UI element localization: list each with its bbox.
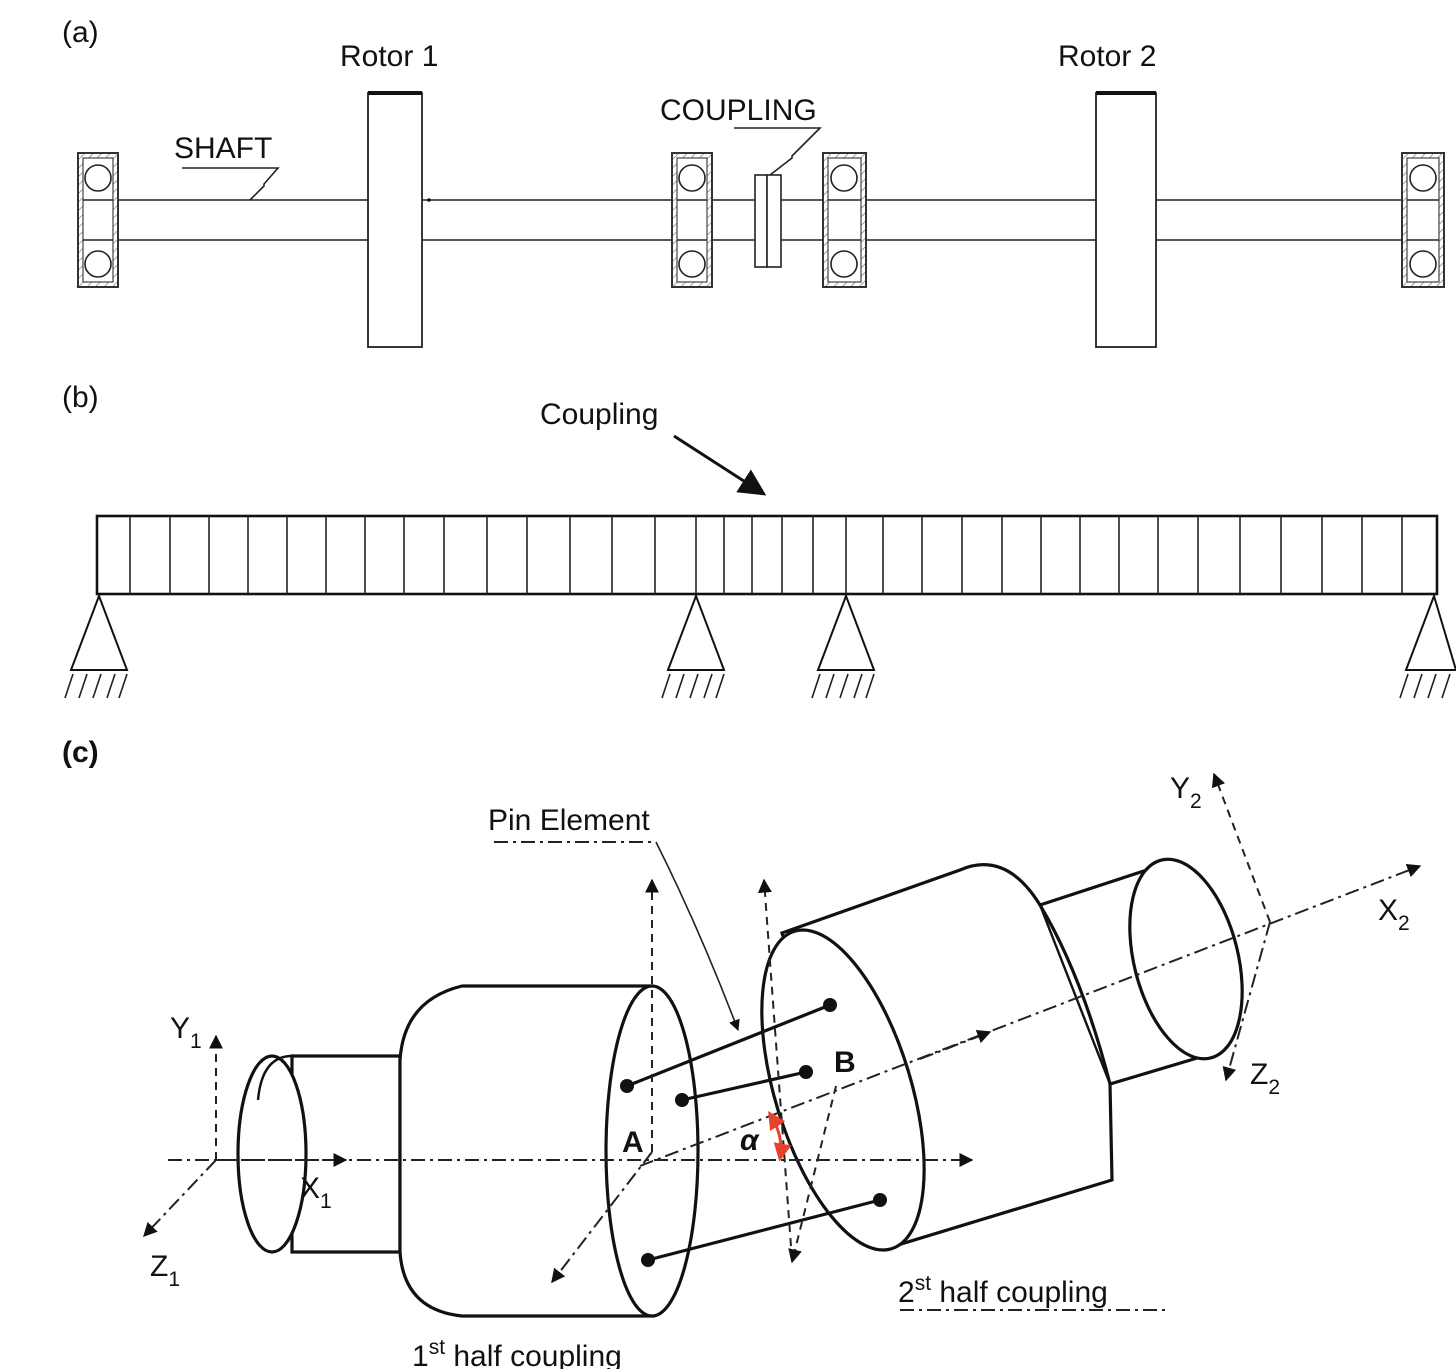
bearing-1 [77,152,119,288]
beam-element-dividers [129,516,1403,594]
support-4 [1399,592,1456,699]
bearing-4 [1401,152,1445,288]
bearing-2 [671,152,713,288]
coupling-flanges [754,174,782,268]
shaft-leader [182,167,280,201]
second-half-coupling [760,857,1244,1252]
coupling-label-a: COUPLING [660,94,817,127]
coupling-label-b: Coupling [540,398,658,431]
pin-elements [620,998,887,1267]
y2-label: Y2 [1170,772,1202,813]
alpha-label: α [740,1124,760,1157]
support-3 [811,593,876,699]
pin-element-label: Pin Element [488,804,650,837]
z2-label: Z2 [1250,1058,1280,1099]
pin-2 [681,1070,807,1102]
pin-1 [626,1003,831,1088]
panel-a-tag: (a) [62,16,99,49]
shaft-body [118,198,1402,241]
shaft-label: SHAFT [174,132,272,165]
support-2 [661,593,726,699]
pin-3 [647,1198,881,1262]
first-half-label: 1st half coupling [412,1336,622,1369]
panel-b-tag: (b) [62,381,99,414]
y1-label: Y1 [170,1012,202,1053]
panel-b: (b) Coupling [62,381,1456,699]
beam-model [95,514,1439,596]
z1-label: Z1 [150,1250,180,1291]
rotor-1-label: Rotor 1 [340,40,438,73]
second-half-label: 2st half coupling [898,1272,1108,1309]
rotor-2-disk [1095,91,1157,348]
pin-element-leader [655,841,740,1032]
coupling-leader [734,127,822,176]
axes-1 [143,878,974,1284]
bearing-3 [822,152,867,288]
support-1 [64,593,129,699]
coupling-arrow-b [673,434,767,496]
alpha-angle-marker [768,1110,792,1162]
rotor-1-disk [367,91,423,348]
panel-a: (a) [62,16,1445,348]
rotor-2-label: Rotor 2 [1058,40,1156,73]
point-b-label: B [834,1046,856,1079]
x1-label: X1 [300,1172,332,1213]
point-a-label: A [622,1126,644,1159]
panel-c: (c) [62,736,1422,1369]
panel-c-tag: (c) [62,736,99,769]
x2-label: X2 [1378,894,1410,935]
